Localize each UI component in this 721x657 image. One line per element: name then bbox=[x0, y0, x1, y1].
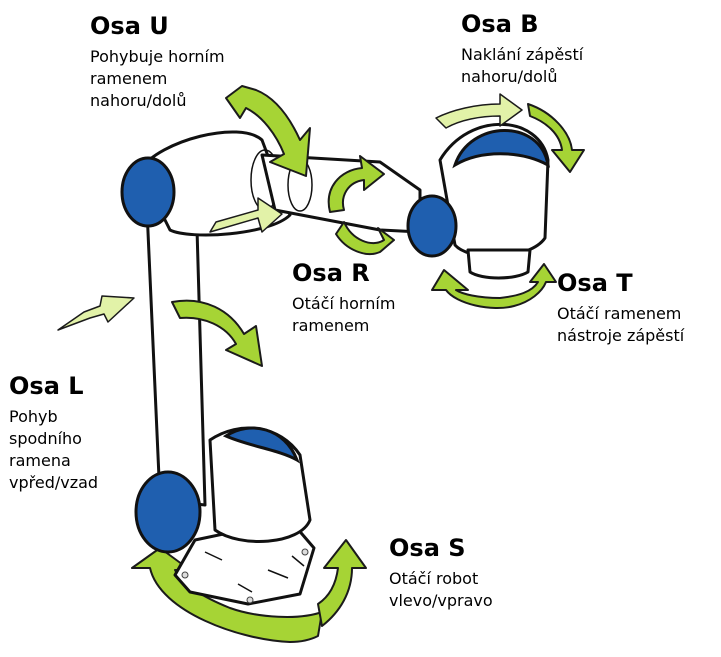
axis-u-label: Osa U Pohybuje horním ramenem nahoru/dol… bbox=[90, 12, 225, 112]
axis-t-title: Osa T bbox=[557, 269, 633, 297]
axis-r-label: Osa R Otáčí horním ramenem bbox=[292, 259, 395, 337]
axis-u-description: Pohybuje horním ramenem nahoru/dolů bbox=[90, 46, 225, 112]
axis-l-desc-line: ramena bbox=[9, 451, 71, 470]
axis-l-title: Osa L bbox=[9, 372, 84, 400]
u-axis-rotation-arrow bbox=[209, 85, 311, 233]
axis-l-description: Pohyb spodního ramena vpřed/vzad bbox=[9, 406, 98, 494]
axis-s-label: Osa S Otáčí robot vlevo/vpravo bbox=[389, 534, 493, 612]
axis-b-description: Naklání zápěstí nahoru/dolů bbox=[461, 44, 583, 88]
axis-t-desc-line: Otáčí ramenem bbox=[557, 304, 682, 323]
axis-l-label: Osa L Pohyb spodního ramena vpřed/vzad bbox=[9, 372, 98, 494]
axis-l-desc-line: vpřed/vzad bbox=[9, 473, 99, 492]
l-axis-rotation-arrow bbox=[57, 295, 263, 367]
axis-r-title: Osa R bbox=[292, 259, 370, 287]
axis-u-desc-line: nahoru/dolů bbox=[90, 91, 187, 110]
s-axis-rotation-arrow bbox=[131, 539, 367, 643]
axis-u-desc-line: ramenem bbox=[90, 69, 168, 88]
axis-b-desc-line: Naklání zápěstí bbox=[461, 45, 584, 64]
axis-s-desc-line: vlevo/vpravo bbox=[389, 591, 493, 610]
axis-r-desc-line: Otáčí horním bbox=[292, 294, 396, 313]
axis-t-description: Otáčí ramenem nástroje zápěstí bbox=[557, 303, 684, 347]
axis-b-label: Osa B Naklání zápěstí nahoru/dolů bbox=[461, 10, 583, 88]
axis-t-label: Osa T Otáčí ramenem nástroje zápěstí bbox=[557, 269, 684, 347]
axis-r-description: Otáčí horním ramenem bbox=[292, 293, 395, 337]
axis-t-desc-line: nástroje zápěstí bbox=[557, 326, 685, 345]
axis-s-desc-line: Otáčí robot bbox=[389, 569, 479, 588]
axis-u-desc-line: Pohybuje horním bbox=[90, 47, 225, 66]
axis-b-desc-line: nahoru/dolů bbox=[461, 67, 558, 86]
axis-u-title: Osa U bbox=[90, 12, 169, 40]
t-axis-rotation-arrow bbox=[431, 263, 557, 310]
axis-s-title: Osa S bbox=[389, 534, 466, 562]
lower-arm bbox=[120, 130, 312, 554]
axis-l-desc-line: Pohyb bbox=[9, 407, 58, 426]
axis-l-desc-line: spodního bbox=[9, 429, 82, 448]
r-axis-rotation-arrow bbox=[327, 155, 395, 255]
axis-s-description: Otáčí robot vlevo/vpravo bbox=[389, 568, 493, 612]
b-axis-rotation-arrow bbox=[435, 93, 585, 173]
axis-b-title: Osa B bbox=[461, 10, 539, 38]
axis-r-desc-line: ramenem bbox=[292, 316, 370, 335]
